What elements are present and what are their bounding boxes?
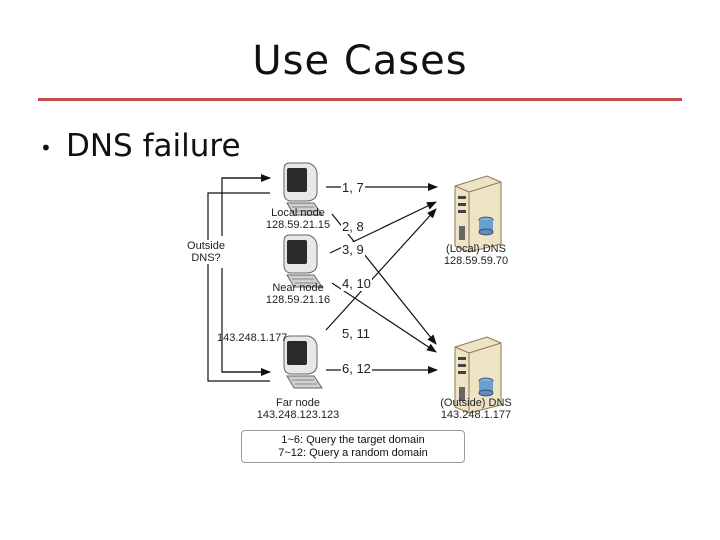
slide-title: Use Cases <box>252 38 468 84</box>
outside-dns-question-label: Outside DNS? <box>186 240 226 264</box>
bullet-item: • DNS failure <box>40 128 241 164</box>
local-dns-label: (Local) DNS 128.59.59.70 <box>426 243 526 267</box>
query-label: 6, 12 <box>341 361 372 376</box>
bullet-dot: • <box>40 135 52 160</box>
outside-dns-label: (Outside) DNS 143.248.1.177 <box>426 397 526 421</box>
near-node-name: Near node <box>272 282 324 294</box>
query-label: 3, 9 <box>341 242 365 257</box>
bullet-text: DNS failure <box>66 128 241 164</box>
local-node-name: Local node <box>271 207 325 219</box>
legend-line: 7~12: Query a random domain <box>278 447 428 459</box>
outside-dns-name: (Outside) DNS <box>440 397 512 409</box>
near-node-icon <box>283 234 323 288</box>
far-node-name: Far node <box>275 397 321 409</box>
local-dns-server-icon <box>454 175 502 253</box>
near-node-label: Near node 128.59.21.16 <box>248 282 348 306</box>
query-label: 2, 8 <box>341 219 365 234</box>
query-label: 4, 10 <box>341 276 372 291</box>
query-label: 1, 7 <box>341 180 365 195</box>
outside-dns-loop <box>207 174 271 382</box>
far-node-icon <box>283 335 323 389</box>
near-node-ip: 128.59.21.16 <box>265 294 331 306</box>
query-label: 5, 11 <box>341 326 371 341</box>
outside-dns-ip: 143.248.1.177 <box>440 409 512 421</box>
legend-line: 1~6: Query the target domain <box>281 434 425 446</box>
far-node-ip: 143.248.123.123 <box>256 409 340 421</box>
title-divider <box>38 98 682 101</box>
local-dns-ip: 128.59.59.70 <box>443 255 509 267</box>
local-node-label: Local node 128.59.21.15 <box>248 207 348 231</box>
legend-box: 1~6: Query the target domain 7~12: Query… <box>241 430 465 463</box>
far-node-label: Far node 143.248.123.123 <box>240 397 356 421</box>
local-node-ip: 128.59.21.15 <box>265 219 331 231</box>
far-dns-ip-label: 143.248.1.177 <box>217 332 288 344</box>
local-dns-name: (Local) DNS <box>446 243 506 255</box>
